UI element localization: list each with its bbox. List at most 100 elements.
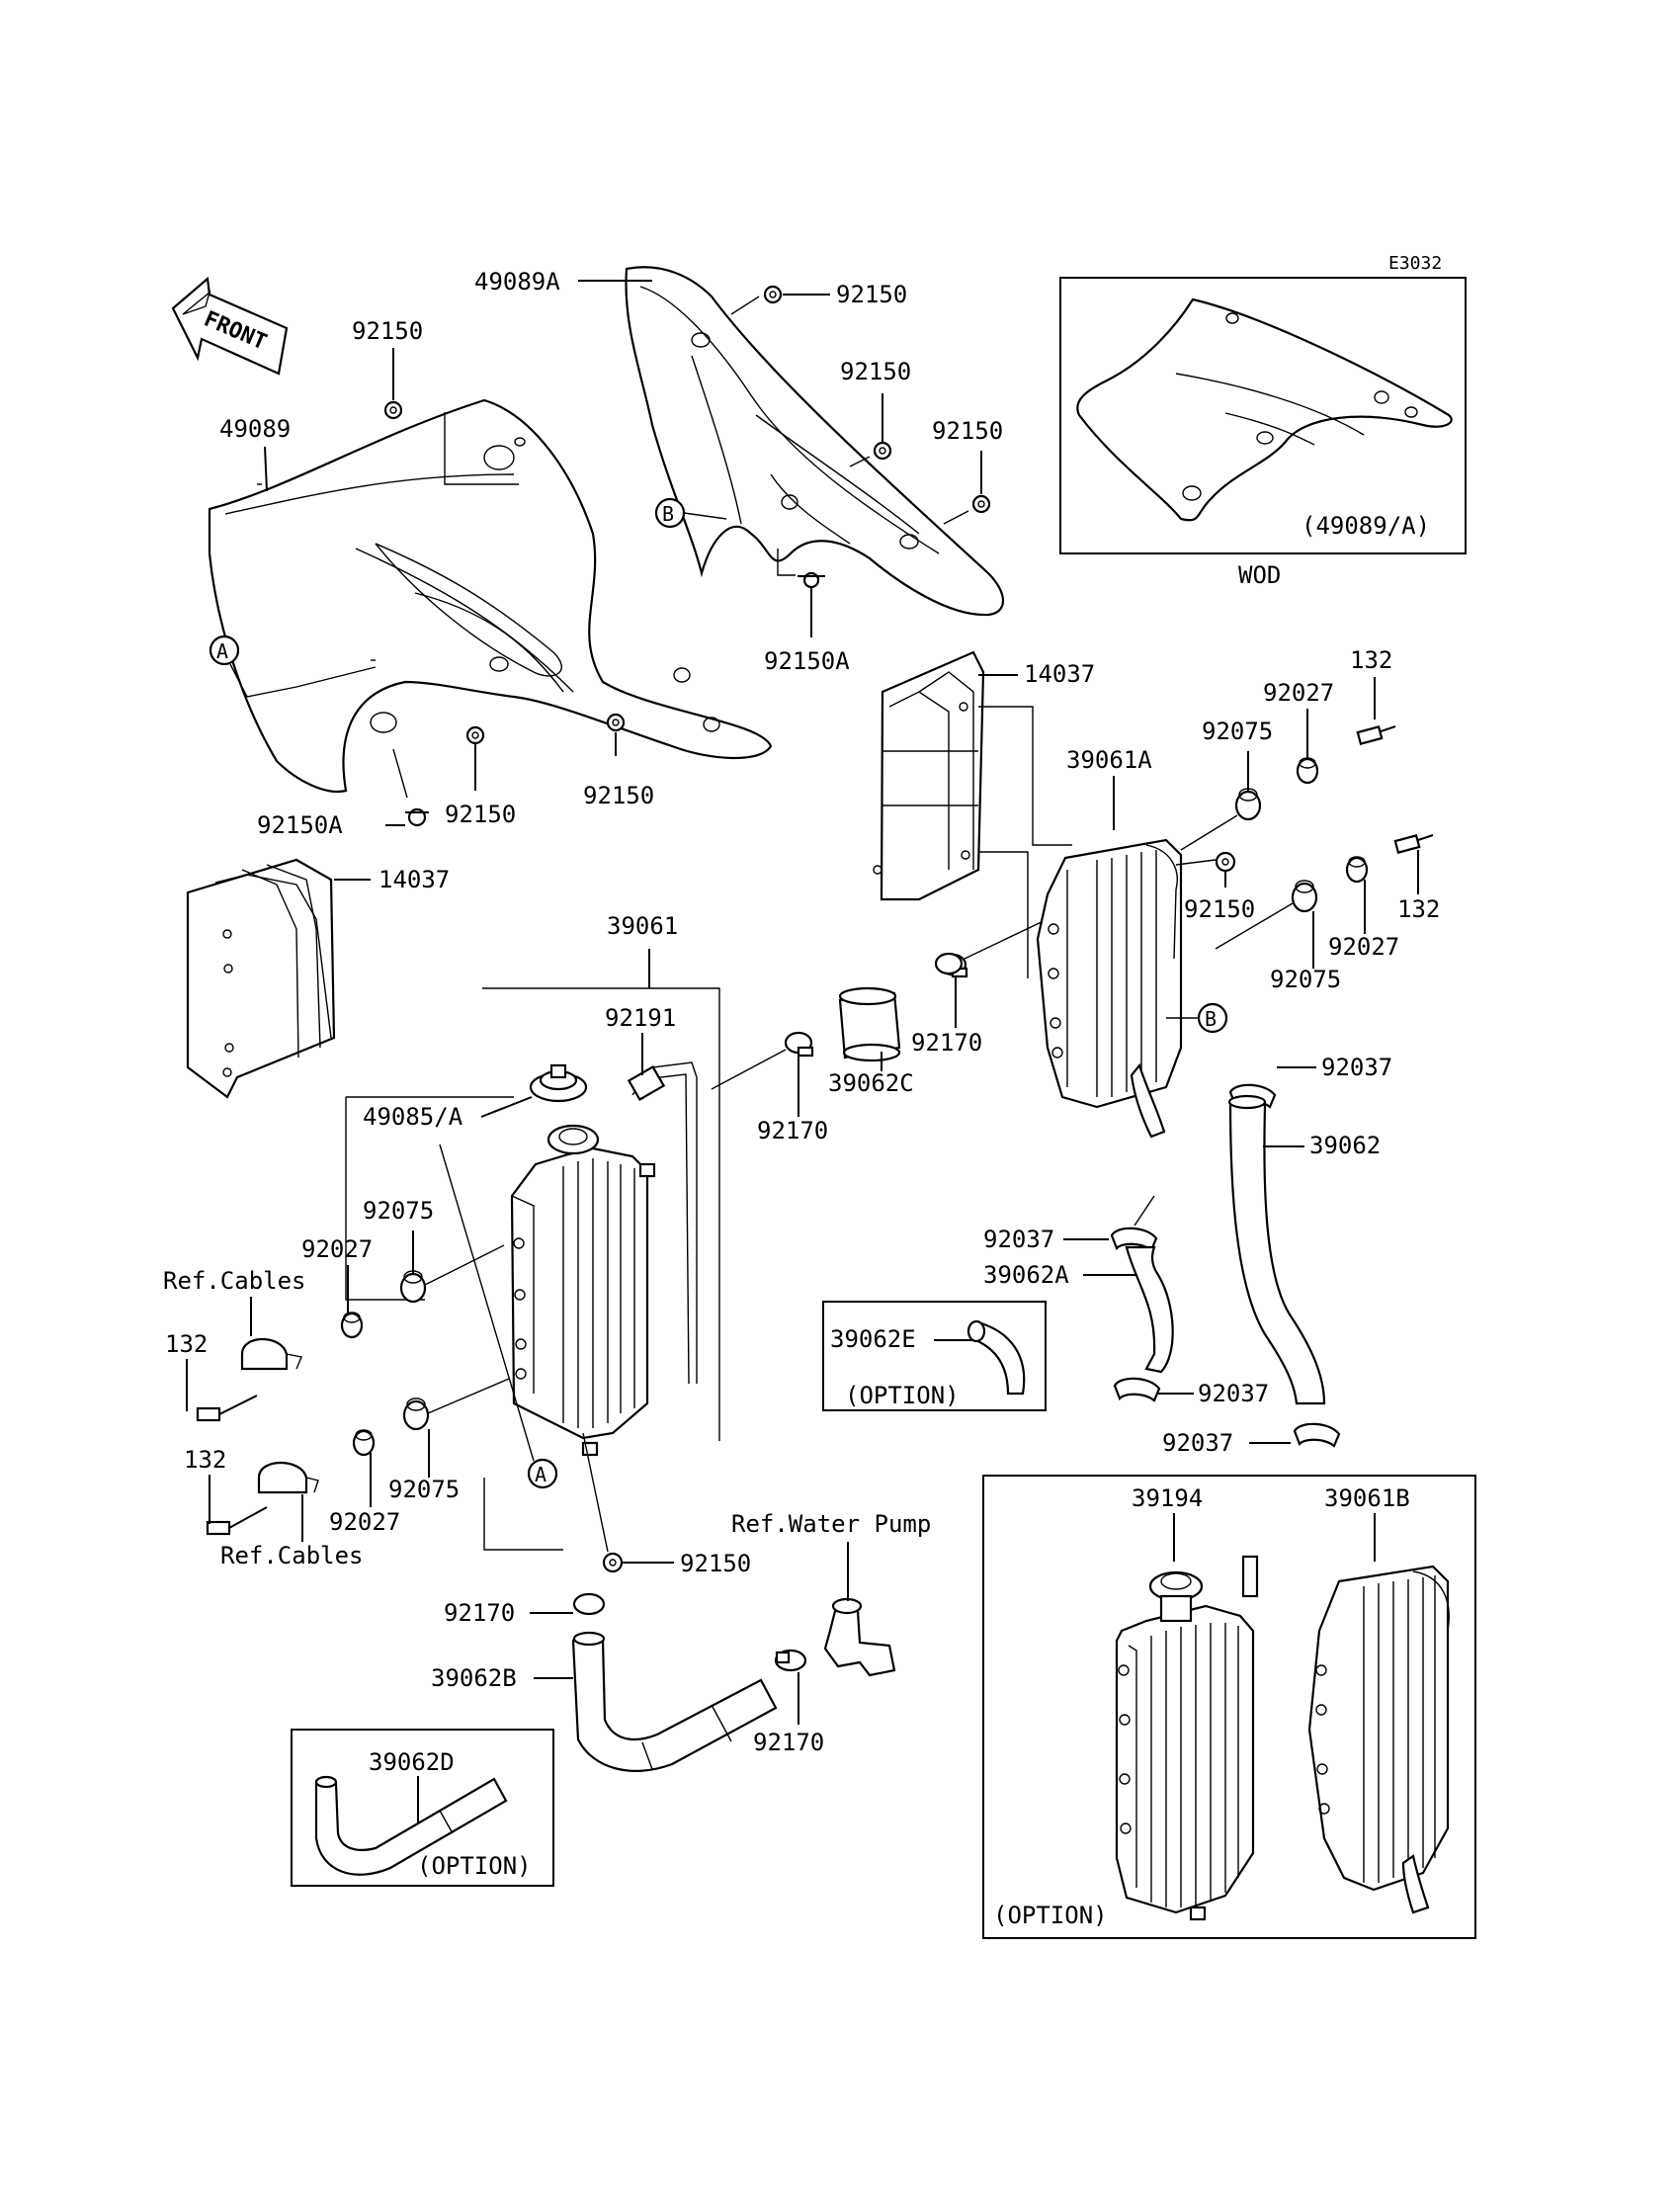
marker-a-top: A bbox=[216, 639, 228, 663]
grommet-icon bbox=[402, 1397, 430, 1431]
bolt-132-icon bbox=[196, 1395, 258, 1422]
label-39062c: 39062C bbox=[828, 1069, 914, 1097]
breather-hose-part bbox=[627, 1061, 698, 1385]
label-92037-b: 92037 bbox=[983, 1226, 1054, 1253]
front-arrow-icon: FRONT bbox=[171, 276, 289, 376]
label-39062: 39062 bbox=[1309, 1132, 1381, 1159]
bolt-132-icon bbox=[1356, 725, 1396, 745]
label-92075-c: 92075 bbox=[1202, 718, 1273, 745]
ref-water-pump: Ref.Water Pump bbox=[731, 1510, 931, 1538]
hose-39062-part bbox=[1227, 1094, 1326, 1405]
label-92037-a: 92037 bbox=[1321, 1054, 1392, 1081]
marker-a-bottom: A bbox=[535, 1463, 546, 1486]
hose-39062b-part bbox=[571, 1631, 778, 1772]
wod-shroud-part bbox=[1076, 297, 1453, 522]
label-92037-c: 92037 bbox=[1198, 1380, 1269, 1407]
collar-icon bbox=[340, 1312, 364, 1339]
label-132-c: 132 bbox=[1350, 646, 1392, 674]
grommet-icon bbox=[1234, 788, 1262, 821]
label-39061b: 39061B bbox=[1324, 1484, 1410, 1512]
label-39062a: 39062A bbox=[983, 1261, 1069, 1289]
wod-caption: WOD bbox=[1238, 561, 1281, 589]
hose-39062d-part bbox=[314, 1775, 508, 1876]
hose-clamp-icon bbox=[1113, 1377, 1161, 1402]
ref-cables-top: Ref.Cables bbox=[163, 1267, 306, 1295]
collar-icon bbox=[1345, 856, 1369, 884]
label-39061a: 39061A bbox=[1066, 746, 1152, 774]
hose-clamp-icon bbox=[572, 1592, 606, 1616]
label-92037-d: 92037 bbox=[1162, 1429, 1233, 1457]
label-92150-c: 92150 bbox=[932, 417, 1003, 445]
label-92075-d: 92075 bbox=[1270, 966, 1341, 993]
bolt-icon bbox=[606, 713, 626, 732]
label-92150-b: 92150 bbox=[840, 358, 911, 385]
label-92150a-left: 92150A bbox=[257, 811, 343, 839]
label-14037-left: 14037 bbox=[378, 866, 450, 893]
option-label-radiators: (OPTION) bbox=[993, 1902, 1108, 1929]
label-49089a: 49089A bbox=[474, 268, 560, 296]
water-pump-fitting-icon bbox=[823, 1597, 896, 1677]
label-92150-h: 92150 bbox=[1184, 895, 1255, 923]
wod-box bbox=[1059, 277, 1467, 554]
option-label-d: (OPTION) bbox=[417, 1852, 532, 1880]
option-box-radiators bbox=[982, 1475, 1476, 1939]
label-92027-c: 92027 bbox=[1263, 679, 1334, 707]
label-39061: 39061 bbox=[607, 912, 678, 940]
bolt-icon bbox=[1215, 851, 1236, 873]
label-132-b: 132 bbox=[184, 1446, 226, 1474]
left-radiator-part bbox=[510, 1124, 656, 1457]
label-39194: 39194 bbox=[1132, 1484, 1203, 1512]
bolt-icon bbox=[873, 441, 892, 461]
cable-clamp-icon bbox=[257, 1461, 319, 1494]
option-radiator-39194-part bbox=[1115, 1555, 1259, 1921]
option-label-e: (OPTION) bbox=[845, 1382, 960, 1409]
hose-39062e-part bbox=[966, 1319, 1026, 1396]
cable-clamp-icon bbox=[240, 1338, 302, 1371]
option-box-39062e bbox=[822, 1301, 1047, 1411]
ref-cables-bottom: Ref.Cables bbox=[220, 1542, 364, 1569]
bolt-icon bbox=[763, 285, 783, 304]
label-92027-d: 92027 bbox=[1328, 933, 1399, 961]
hose-39062c-part bbox=[838, 986, 901, 1062]
marker-a-circle-top bbox=[209, 635, 240, 666]
radiator-cap-icon bbox=[529, 1063, 588, 1103]
label-92150-e: 92150 bbox=[445, 801, 516, 828]
bolt-icon bbox=[971, 494, 991, 514]
right-screen-part bbox=[873, 650, 985, 901]
hose-clamp-icon bbox=[934, 952, 964, 975]
label-92191: 92191 bbox=[605, 1004, 676, 1032]
label-132-a: 132 bbox=[165, 1330, 208, 1358]
grommet-icon bbox=[1291, 880, 1318, 913]
label-49089: 49089 bbox=[219, 415, 291, 443]
grommet-icon bbox=[399, 1270, 427, 1304]
label-92170-e: 92170 bbox=[753, 1729, 824, 1756]
bolt-icon bbox=[383, 400, 403, 420]
bolt-132-icon bbox=[1393, 834, 1434, 854]
collar-icon bbox=[352, 1429, 376, 1457]
label-49085a: 49085/A bbox=[363, 1103, 463, 1131]
marker-b: B bbox=[662, 502, 674, 526]
label-92150-a: 92150 bbox=[836, 281, 907, 308]
label-92170-a: 92170 bbox=[757, 1117, 828, 1144]
left-screen-part bbox=[186, 858, 336, 1099]
hose-clamp-icon bbox=[774, 1649, 807, 1672]
marker-a-circle-bottom bbox=[527, 1458, 558, 1489]
label-92150a-top: 92150A bbox=[764, 647, 850, 675]
label-92075-b: 92075 bbox=[388, 1476, 460, 1503]
marker-b-right: B bbox=[1205, 1007, 1217, 1031]
bolt-icon bbox=[465, 725, 485, 745]
bolt-icon bbox=[405, 807, 429, 827]
option-radiator-39061b-part bbox=[1307, 1565, 1450, 1914]
label-39062e: 39062E bbox=[830, 1325, 916, 1353]
hose-39062a-part bbox=[1125, 1245, 1174, 1374]
label-92170-d: 92170 bbox=[444, 1599, 515, 1627]
bolt-icon bbox=[602, 1552, 624, 1573]
label-92150-g: 92150 bbox=[680, 1550, 751, 1577]
diagram-id: E3032 bbox=[1388, 253, 1442, 274]
label-92075-a: 92075 bbox=[363, 1197, 434, 1225]
label-92027-b: 92027 bbox=[329, 1508, 400, 1536]
label-92170-b: 92170 bbox=[911, 1029, 982, 1057]
label-39062d: 39062D bbox=[369, 1748, 455, 1776]
label-92150-d: 92150 bbox=[352, 317, 423, 345]
